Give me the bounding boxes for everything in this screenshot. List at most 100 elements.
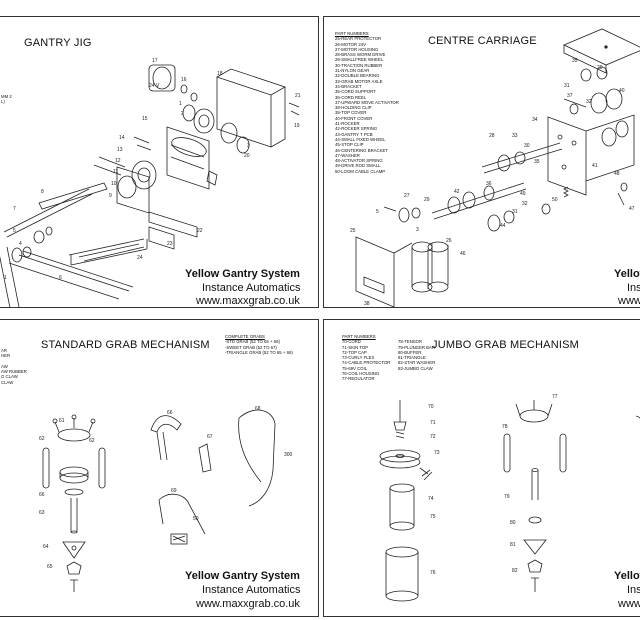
part-item: 50-LOOM CABLE CLAMP xyxy=(335,168,386,174)
part-item: 30-TRACTION RUBBER xyxy=(335,62,383,68)
part-item: HER xyxy=(1,353,11,359)
centre-website: www.m xyxy=(618,295,640,307)
svg-text:81: 81 xyxy=(510,542,516,548)
svg-text:38: 38 xyxy=(364,301,370,307)
part-item: 25-REAR PROTECTOR xyxy=(335,36,382,42)
svg-text:24 V: 24 V xyxy=(149,83,160,89)
svg-text:74: 74 xyxy=(428,496,434,502)
svg-text:79: 79 xyxy=(504,494,510,500)
svg-text:15: 15 xyxy=(142,116,148,122)
part-item: 77-REGULATOR xyxy=(342,376,375,382)
svg-text:31: 31 xyxy=(564,83,570,89)
standard-website: www.maxxgrab.co.uk xyxy=(196,598,300,610)
svg-text:63: 63 xyxy=(39,510,45,516)
part-item: 78-TENSOR xyxy=(398,339,423,345)
part-item: 26-MOTOR 24V xyxy=(335,41,366,47)
centre-parts-list: PART NUMBERS 25-REAR PROTECTOR 26-MOTOR … xyxy=(335,31,399,174)
svg-text:67: 67 xyxy=(207,434,213,440)
svg-text:30: 30 xyxy=(524,143,530,149)
svg-text:62: 62 xyxy=(39,436,45,442)
part-item: 47-WASHER xyxy=(335,152,360,158)
svg-text:23: 23 xyxy=(167,241,173,247)
part-item: 49-DRIVE ROD SMALL xyxy=(335,163,381,169)
part-item: 44-SMALL FIXED WHEEL xyxy=(335,136,386,142)
part-item: 83-JUMBO CLAW xyxy=(398,365,433,371)
svg-text:32: 32 xyxy=(522,201,528,207)
svg-text:2: 2 xyxy=(181,111,184,117)
part-item: O CLAW xyxy=(1,374,18,380)
svg-text:33: 33 xyxy=(512,133,518,139)
svg-text:5: 5 xyxy=(13,228,16,234)
edge-note-line: MM 2 xyxy=(1,94,12,99)
centre-company: Inst xyxy=(627,282,640,294)
centre-carriage-title: CENTRE CARRIAGE xyxy=(428,35,537,47)
complete-grab-item: -TRIANGLE GRAB (52 TO 65 + 69) xyxy=(225,349,293,355)
svg-text:50: 50 xyxy=(193,516,199,522)
part-item: 73-CURLY FLEX xyxy=(342,355,375,361)
svg-text:12: 12 xyxy=(115,158,121,164)
svg-text:14: 14 xyxy=(119,135,125,141)
part-item: 82-STAR WASHER xyxy=(398,360,436,366)
part-item: 48-ACTIVATOR SPRING xyxy=(335,158,383,164)
part-item: 70-CORD xyxy=(342,339,361,345)
svg-text:72: 72 xyxy=(430,434,436,440)
svg-text:7: 7 xyxy=(13,206,16,212)
svg-text:40: 40 xyxy=(619,88,625,94)
svg-text:36: 36 xyxy=(486,181,492,187)
part-item: 76-COIL HOUSING xyxy=(342,371,380,377)
svg-text:73: 73 xyxy=(434,450,440,456)
complete-grab-item: -STD GRAB (52 TO 65 + 68) xyxy=(225,339,280,345)
svg-text:10: 10 xyxy=(111,181,117,187)
part-item: CLAW xyxy=(1,379,14,385)
part-item: 79-PLUNGER BAR xyxy=(398,344,436,350)
jumbo-grab-title: JUMBO GRAB MECHANISM xyxy=(432,339,580,351)
part-item: 33-GRAB MOTOR AXLE xyxy=(335,78,383,84)
svg-text:34: 34 xyxy=(532,117,538,123)
svg-text:1: 1 xyxy=(4,275,7,281)
jumbo-website: www xyxy=(618,598,640,610)
part-item: 45-STOP CLIP xyxy=(335,142,364,148)
part-item: 34-BRACKET xyxy=(335,83,362,89)
svg-text:32: 32 xyxy=(586,99,592,105)
svg-text:26: 26 xyxy=(446,238,452,244)
part-item: 40-FRONT COVER xyxy=(335,115,373,121)
svg-text:46: 46 xyxy=(460,251,466,257)
gantry-website: www.maxxgrab.co.uk xyxy=(196,295,300,307)
jumbo-parts-list-left: PART NUMBERS 70-CORD 71-SKIN TOP 72-TOP … xyxy=(342,334,390,382)
svg-text:22: 22 xyxy=(197,228,203,234)
jumbo-company: Inst xyxy=(627,584,640,596)
svg-text:1: 1 xyxy=(179,101,182,107)
part-item: 28-BRASS WORM DRIVE xyxy=(335,52,386,58)
svg-text:37: 37 xyxy=(567,93,573,99)
part-item: 75-69V COIL xyxy=(342,365,368,371)
svg-text:20: 20 xyxy=(244,153,250,159)
part-item: 35-CORD SUPPORT xyxy=(335,89,376,95)
svg-text:65: 65 xyxy=(47,564,53,570)
svg-text:71: 71 xyxy=(430,420,436,426)
svg-text:25: 25 xyxy=(350,228,356,234)
part-item: 39-TOP COVER xyxy=(335,110,367,116)
standard-left-list: AR HER AW AW RUBBER O CLAW CLAW xyxy=(1,348,27,385)
svg-text:69: 69 xyxy=(171,488,177,494)
svg-text:29: 29 xyxy=(597,65,603,71)
svg-text:62: 62 xyxy=(89,438,95,444)
svg-text:3: 3 xyxy=(247,143,250,149)
part-item: 38-HOLDING CLIP xyxy=(335,105,372,111)
svg-text:47: 47 xyxy=(629,206,635,212)
svg-text:28: 28 xyxy=(489,133,495,139)
part-item: AW RUBBER xyxy=(1,369,27,375)
svg-text:4: 4 xyxy=(19,241,22,247)
svg-text:75: 75 xyxy=(430,514,436,520)
standard-grab-title: STANDARD GRAB MECHANISM xyxy=(41,339,210,351)
svg-text:300: 300 xyxy=(284,452,293,458)
complete-grabs-list: COMPLETE GRABS -STD GRAB (52 TO 65 + 68)… xyxy=(225,334,293,355)
parts-heading: PART NUMBERS xyxy=(335,31,369,36)
centre-brand: Yellow xyxy=(614,268,640,280)
svg-text:48: 48 xyxy=(614,171,620,177)
svg-text:50: 50 xyxy=(552,197,558,203)
centre-carriage-panel: CENTRE CARRIAGE PART NUMBERS 25-REAR PRO… xyxy=(323,16,640,308)
svg-text:66: 66 xyxy=(167,410,173,416)
